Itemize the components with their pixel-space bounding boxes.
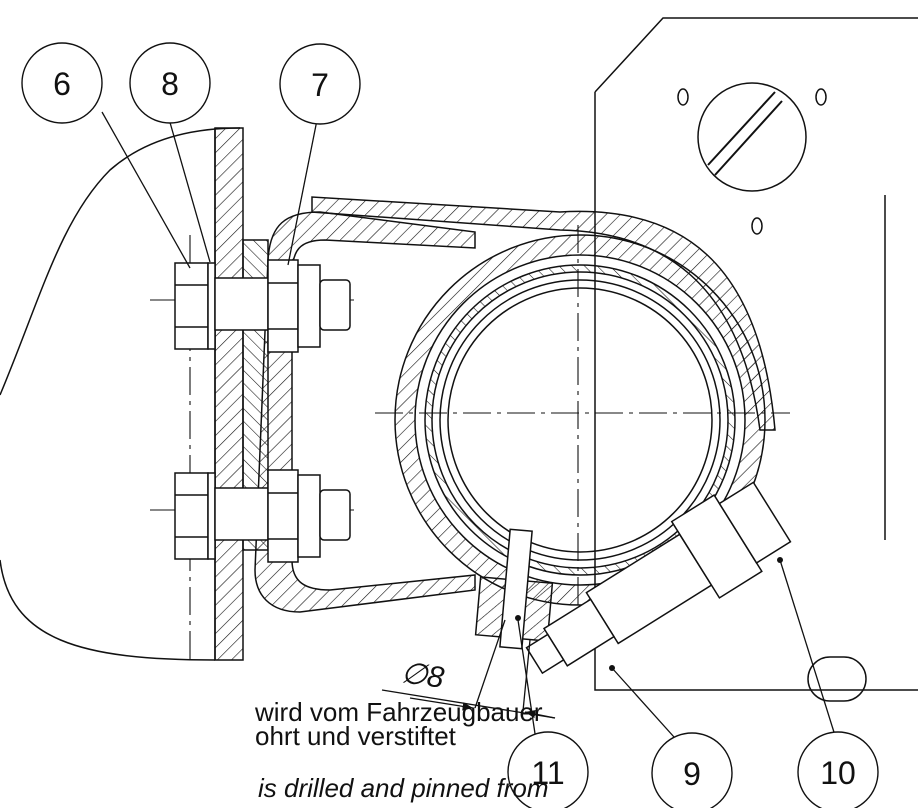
note-english-line-1: is drilled and pinned from — [258, 773, 549, 803]
fitting-assembly — [525, 481, 792, 675]
balloon-10-label: 10 — [820, 755, 856, 791]
note-english: is drilled and pinned from — [258, 773, 549, 803]
frame-curve — [0, 127, 241, 396]
balloon-9 — [651, 732, 733, 808]
balloon-11-label: 11 — [531, 755, 564, 791]
note-german-line-1: wird vom Fahrzeugbauer — [255, 697, 543, 727]
cover-slot — [707, 91, 776, 166]
plate-slot — [807, 656, 867, 702]
balloon-6-label: 6 — [53, 66, 71, 102]
cover-disc — [697, 82, 807, 192]
balloon-8 — [129, 42, 211, 124]
balloon-7-label: 7 — [311, 67, 329, 103]
bolt-top — [174, 259, 351, 353]
clamp-strap — [311, 196, 776, 431]
balloon-6 — [21, 42, 103, 124]
balloon-10 — [797, 731, 879, 808]
bolt-bottom — [174, 469, 351, 563]
pipe-inner — [439, 279, 721, 561]
diameter-value: 8 — [425, 660, 446, 695]
pin — [499, 528, 533, 650]
note-german: wird vom Fahrzeugbauer ohrt und verstift… — [255, 697, 543, 751]
note-german-line-2: ohrt und verstiftet — [255, 721, 456, 751]
dimension-label: ∅8 — [399, 656, 446, 695]
flange-plate — [214, 127, 244, 661]
plate-hole — [677, 88, 689, 106]
plate-hole — [751, 217, 763, 235]
balloon-8-label: 8 — [161, 66, 179, 102]
balloon-11 — [507, 731, 589, 808]
plate-hole — [815, 88, 827, 106]
balloon-7 — [279, 43, 361, 125]
balloon-9-label: 9 — [683, 756, 701, 792]
